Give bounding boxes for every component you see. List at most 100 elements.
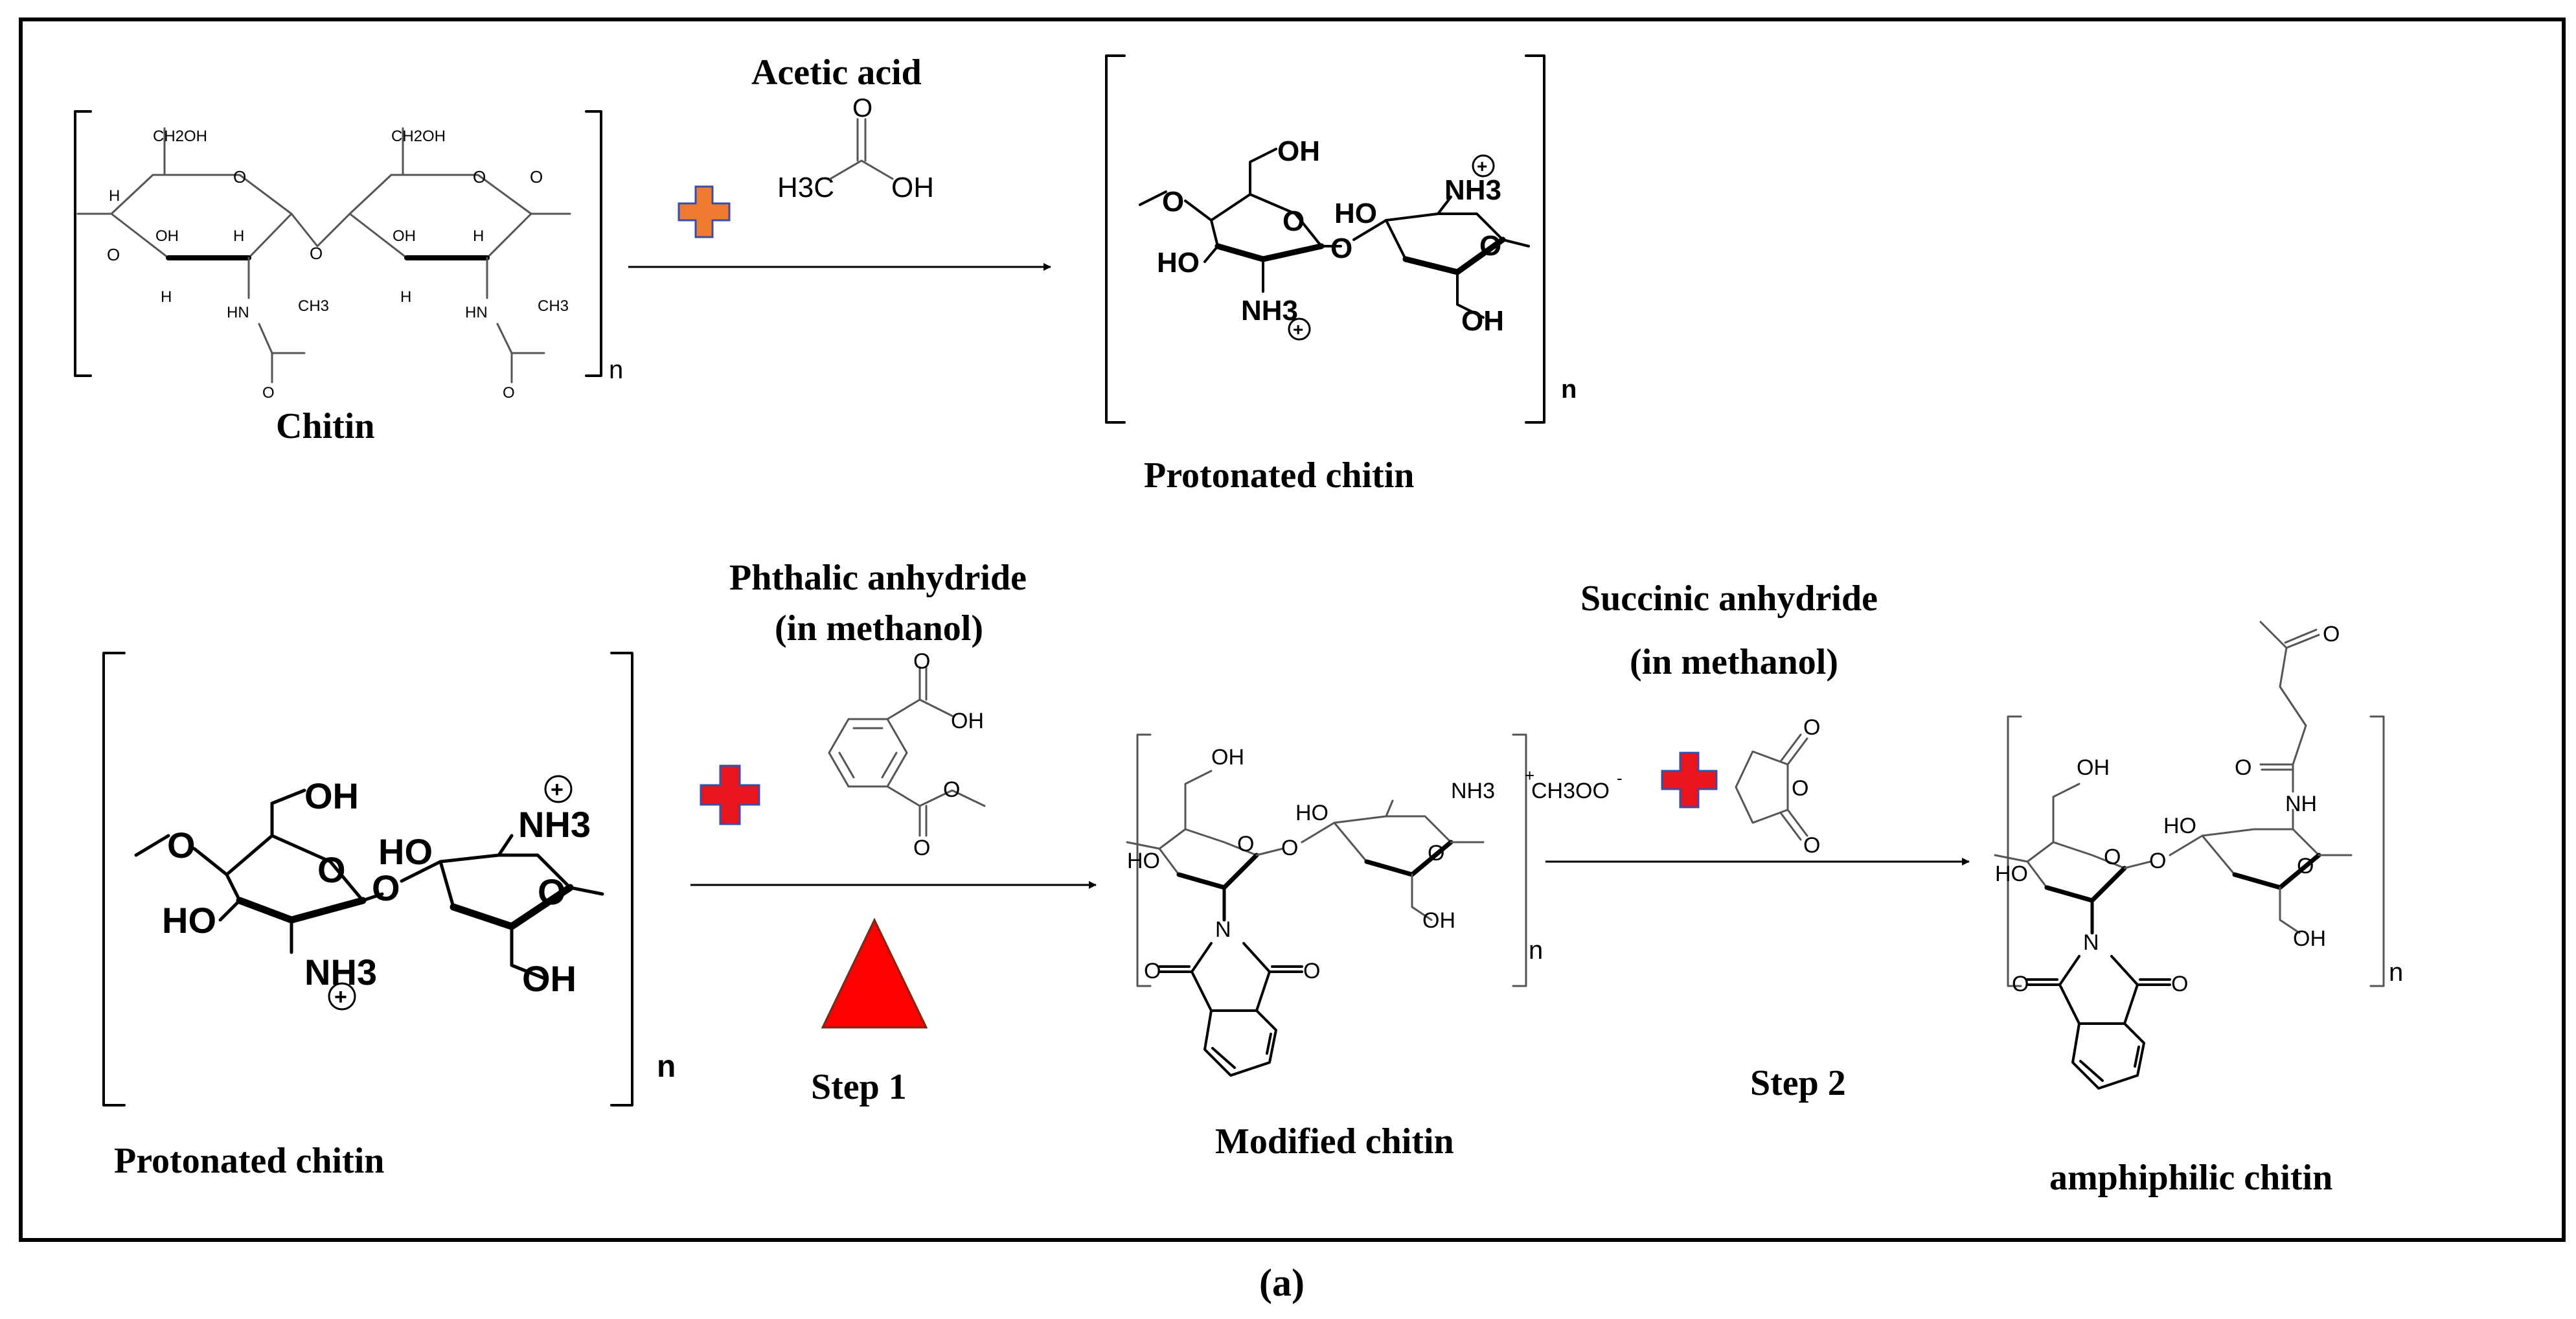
chitin-h-3: H [161,288,172,306]
chitin-o-link-1: O [107,245,120,264]
acetic-h3c: H3C [777,172,834,203]
chitin-h-1: H [233,227,244,245]
amphiphilic-ring-o-1: O [2104,845,2121,869]
phthalic-oh: OH [951,709,984,733]
acetic-o: O [852,94,872,122]
amphiphilic-ho-1: HO [1995,862,2028,886]
amphiphilic-ketone-o: O [2323,622,2340,647]
modified-n-imide: N [1215,917,1231,942]
reagent-phthalic-line2: (in methanol) [775,608,983,648]
protonated-bottom-oh-1: OH [304,775,359,816]
modified-ring-o-2: O [1428,841,1444,866]
label-protonated-chitin-bottom: Protonated chitin [114,1141,384,1181]
chitin-o-end: O [530,167,543,187]
phthalic-o-ester: O [943,777,960,802]
reagent-phthalic-line1: Phthalic anhydride [729,558,1027,598]
modified-chitin-structure: n OH O HO N O O O HO NH3 O OH CH3OO + - [1126,733,1623,1077]
amphiphilic-imide-o-1: O [2012,972,2029,996]
protonated-bottom-charge-2: + [551,777,564,802]
amphiphilic-ring-o-2: O [2297,854,2314,878]
chitin-oh-1: OH [155,227,179,245]
label-amphiphilic-chitin: amphiphilic chitin [2049,1158,2332,1198]
modified-ho-1: HO [1127,849,1160,873]
modified-oh-1: OH [1211,745,1244,770]
protonated-bottom-o-link: O [372,867,400,908]
protonated-top-o-link: O [1330,233,1352,264]
modified-oh-2: OH [1422,908,1455,933]
amphiphilic-n: n [2389,958,2403,987]
protonated-top-oh-2: OH [1461,305,1504,337]
succinic-o-top: O [1803,715,1820,740]
amphiphilic-oh-1: OH [2077,755,2110,780]
protonated-bottom-ring-o-2: O [538,871,566,912]
chitin-ch3-2: CH3 [538,297,569,315]
protonated-bottom-ring-o-1: O [317,849,346,890]
chitin-h-2: H [109,187,120,205]
protonated-bottom-o-left: O [167,825,196,866]
chitin-o-link-2: O [310,244,323,263]
amphiphilic-nh: NH [2285,792,2317,816]
heat-triangle-icon [821,917,928,1029]
amphiphilic-imide-o-2: O [2171,972,2188,996]
modified-o-link: O [1281,836,1298,860]
protonated-top-o-left: O [1162,186,1184,218]
protonated-top-ring-o-2: O [1479,230,1501,262]
protonated-top-ho-2: HO [1334,198,1377,229]
label-step1: Step 1 [811,1067,907,1107]
protonated-bottom-ho-1: HO [162,900,216,941]
label-modified-chitin: Modified chitin [1215,1121,1454,1162]
protonated-top-charge-2: + [1477,156,1487,176]
modified-charge-minus: - [1617,768,1623,788]
chitin-hn-2: HN [465,304,488,321]
phthalic-o-bottom: O [913,836,930,860]
chitin-ch2oh-2: CH2OH [391,128,446,145]
protonated-top-nh3-2: NH3 [1444,174,1501,206]
protonated-top-nh3-1: NH3 [1241,295,1298,327]
protonated-bottom-charge-1: + [334,985,347,1009]
modified-imide-o-1: O [1144,959,1161,983]
modified-nh3: NH3 [1451,779,1495,803]
protonated-bottom-oh-2: OH [522,958,576,999]
succinic-structure: O O O [1735,715,1820,858]
chitin-ch2oh-1: CH2OH [153,128,207,145]
amphiphilic-oh-2: OH [2293,926,2326,951]
reagent-succinic-line2: (in methanol) [1630,642,1838,682]
label-protonated-chitin-top: Protonated chitin [1144,455,1414,496]
scheme-frame [19,17,2566,1242]
modified-ch3oo: CH3OO [1531,779,1610,803]
protonated-top-ring-o-1: O [1282,205,1305,237]
chitin-ring-o-1: O [233,167,246,187]
protonated-top-ho-1: HO [1157,247,1200,279]
amphiphilic-amide-o: O [2235,755,2251,780]
modified-ho-2: HO [1295,801,1328,825]
amphiphilic-chitin-structure: n OH O HO N O O O HO NH O OH O O [1994,621,2403,1090]
chitin-structure: n CH2OH O OH H H O H HN CH3 O O CH2OH O … [74,110,623,402]
chitin-hn-1: HN [227,304,249,321]
phthalic-structure: O OH O O [828,649,986,860]
reagent-acetic-acid: Acetic acid [751,52,922,93]
panel-label: (a) [1259,1261,1305,1304]
label-step2: Step 2 [1750,1063,1846,1103]
chitin-h-4: H [473,227,484,245]
chitin-ch3-1: CH3 [298,297,329,315]
plus-icon-phthalic [700,764,760,825]
modified-charge-plus: + [1525,766,1534,785]
protonated-top-charge-1: + [1293,319,1303,339]
phthalic-o-top: O [913,649,930,674]
acetic-acid-structure: H3C O OH [777,94,934,203]
label-chitin: Chitin [276,406,375,446]
protonated-bottom-ho-2: HO [378,831,433,872]
succinic-o-ring: O [1792,776,1808,801]
acetic-oh: OH [891,172,934,203]
protonated-chitin-bottom-structure: n O OH O HO NH3 + O HO NH3 + O OH [102,652,676,1107]
protonated-bottom-nh3-1: NH3 [304,952,377,992]
chitin-o-carbonyl-2: O [503,384,515,402]
amphiphilic-o-link: O [2149,849,2166,873]
protonated-top-n: n [1561,375,1577,404]
protonated-chitin-top-structure: n O OH O HO NH3 + O HO NH3 + O OH [1105,54,1577,424]
chitin-ring-o-2: O [473,167,486,187]
modified-n: n [1529,936,1543,965]
chitin-o-carbonyl-1: O [262,384,275,402]
modified-ring-o-1: O [1237,832,1254,856]
